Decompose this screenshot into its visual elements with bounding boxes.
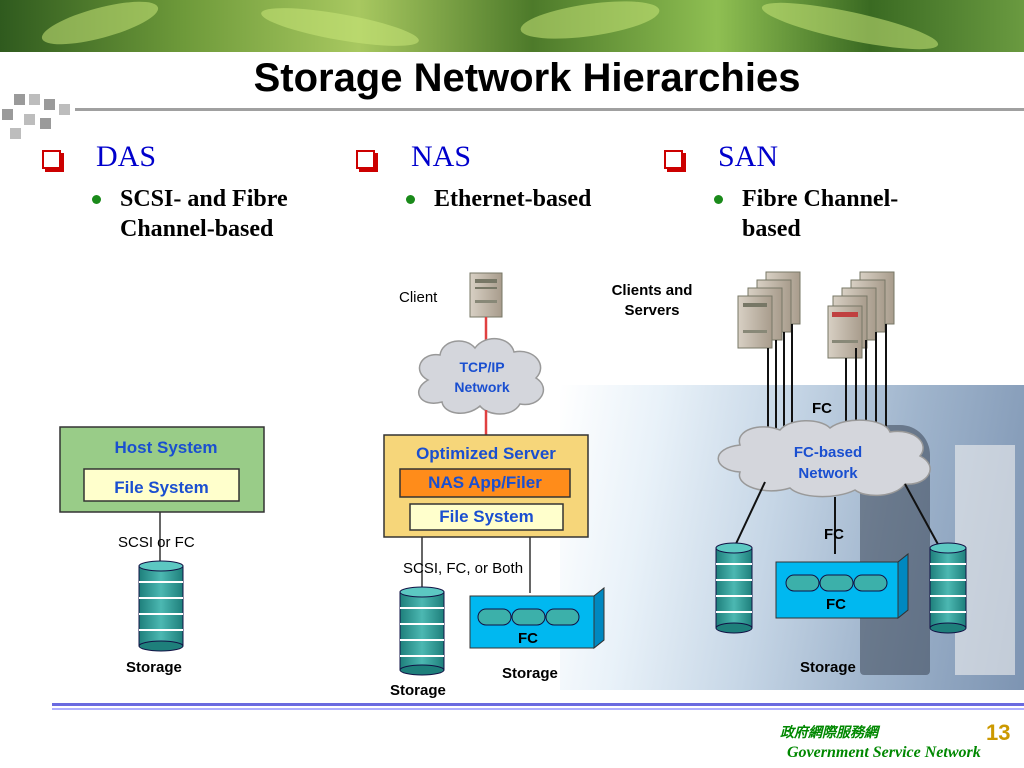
leaf-banner — [0, 0, 1024, 59]
page-title: Storage Network Hierarchies — [253, 56, 801, 100]
checkbox-bullet-icon — [664, 150, 683, 169]
bullet-dot-icon — [714, 195, 723, 204]
san-link-left — [733, 481, 766, 549]
nas-fc-label: FC — [518, 630, 538, 647]
nas-bullet-line1: Ethernet-based — [434, 186, 592, 212]
checkbox-bullet-icon — [42, 150, 61, 169]
footer-org-english: Government Service Network — [787, 744, 981, 761]
san-fc-mid-label: FC — [824, 526, 844, 543]
checkbox-bullet-icon — [356, 150, 375, 169]
san-server-group-right-icon — [827, 271, 895, 359]
nas-file-system-box — [409, 503, 564, 531]
nas-app-box — [399, 468, 571, 498]
san-fc-array-icon — [775, 552, 909, 620]
nas-client-label: Client — [399, 289, 438, 306]
nas-disk-stack-icon — [399, 586, 445, 676]
footer-org-chinese: 政府網際服務網 — [780, 726, 878, 741]
das-link-label: SCSI or FC — [118, 534, 195, 551]
san-server-links — [767, 324, 887, 432]
das-bullet-line1: SCSI- and Fibre — [120, 186, 288, 212]
san-storage-label: Storage — [800, 659, 856, 676]
san-disk-stack-right-icon — [929, 542, 967, 634]
nas-fc-array-icon — [469, 586, 605, 650]
das-disk-stack-icon — [138, 560, 184, 652]
das-heading: DAS — [96, 140, 157, 173]
bullet-dot-icon — [92, 195, 101, 204]
das-file-system-label: File System — [114, 478, 209, 497]
das-host-system-label: Host System — [114, 438, 218, 457]
bullet-dot-icon — [406, 195, 415, 204]
background-photo — [560, 385, 1024, 690]
san-fc-box-label: FC — [826, 596, 846, 613]
client-computer-icon — [469, 272, 503, 318]
das-bullet-line2: Channel-based — [120, 216, 274, 242]
page-number: 13 — [986, 720, 1011, 745]
nas-file-system-label: File System — [439, 507, 534, 526]
fc-network-cloud — [717, 419, 931, 498]
nas-storage-right-label: Storage — [502, 665, 558, 682]
footer-divider — [52, 703, 1024, 706]
san-bullet-line1: Fibre Channel- — [742, 186, 899, 212]
san-bullet-line2: based — [742, 216, 801, 242]
nas-storage-left-label: Storage — [390, 682, 446, 699]
das-file-system-box — [83, 468, 240, 502]
nas-link-label: SCSI, FC, or Both — [403, 560, 524, 577]
tcpip-cloud — [417, 338, 544, 415]
nas-app-label: NAS App/Filer — [428, 473, 542, 492]
footer-divider-light — [52, 708, 1024, 710]
nas-heading: NAS — [411, 140, 472, 173]
san-disk-stack-left-icon — [715, 542, 753, 634]
san-server-group-left-icon — [737, 271, 801, 349]
san-heading: SAN — [718, 140, 779, 173]
title-divider — [75, 108, 1024, 111]
san-link-right — [904, 483, 941, 549]
das-storage-label: Storage — [126, 659, 182, 676]
nas-server-label: Optimized Server — [416, 444, 556, 463]
san-fc-top-label: FC — [812, 400, 832, 417]
